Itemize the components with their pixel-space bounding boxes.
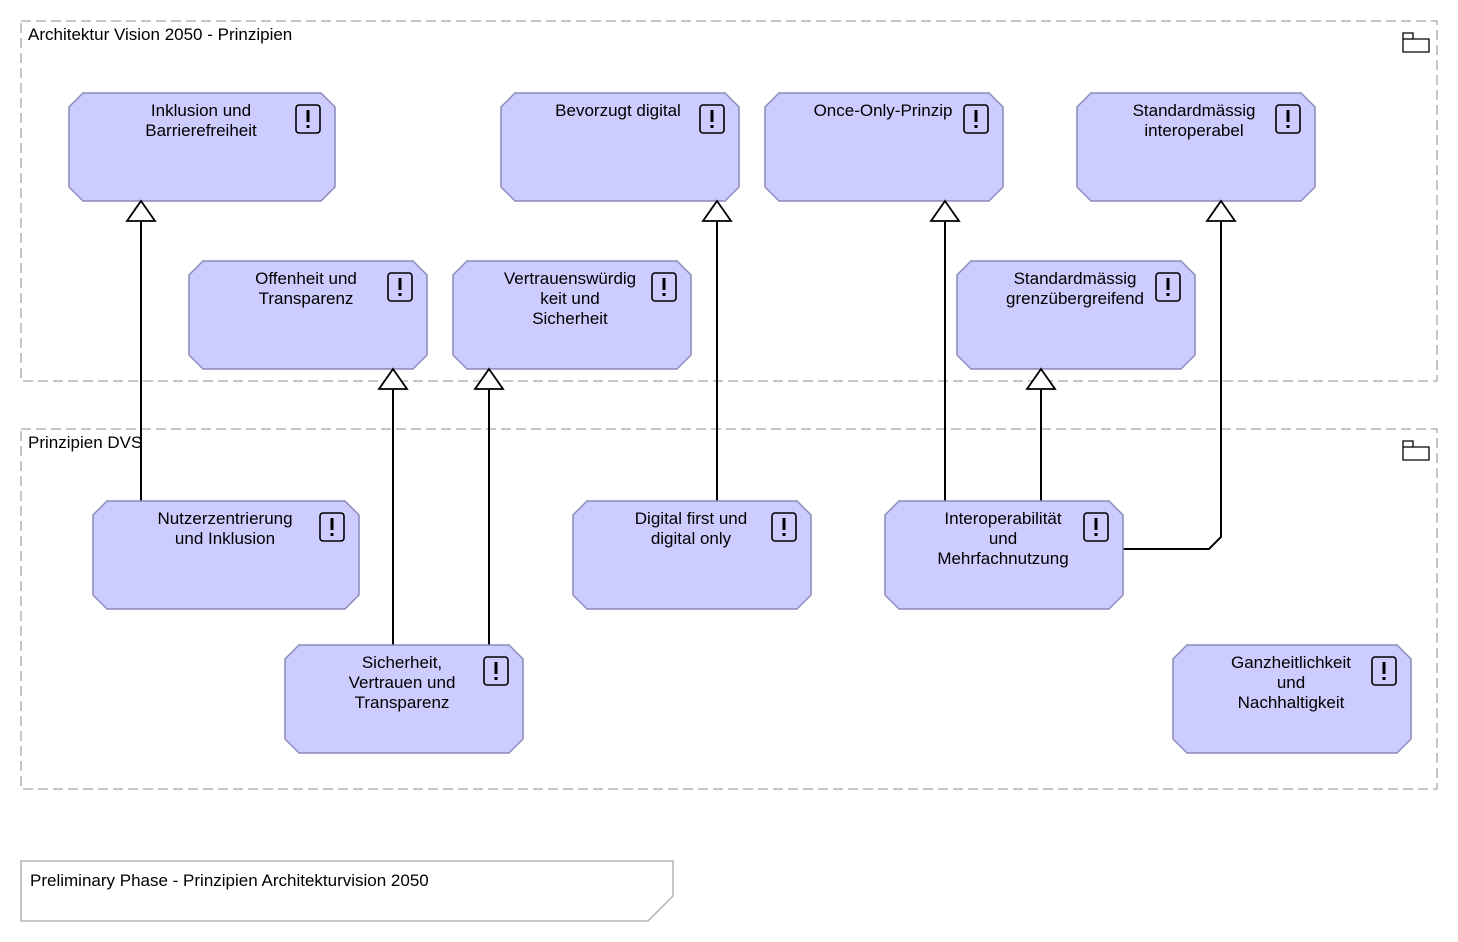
exclamation-box-icon <box>651 272 677 302</box>
principle-label-line: Transparenz <box>355 693 450 712</box>
principle-shape <box>1172 644 1412 754</box>
principle-p3[interactable]: Once-Only-Prinzip <box>764 92 1004 202</box>
principle-shape <box>68 92 336 202</box>
principle-label-line: Once-Only-Prinzip <box>814 101 953 120</box>
exclamation-box-icon <box>1155 272 1181 302</box>
realization-arrowhead <box>929 199 961 222</box>
group-border <box>20 428 1438 790</box>
principle-label-line: Offenheit und <box>255 269 357 288</box>
folder-tab-icon <box>1402 32 1430 53</box>
realization-arrowhead <box>1205 199 1237 222</box>
principle-shape <box>452 260 692 370</box>
principle-label-line: Nutzerzentrierung <box>157 509 292 528</box>
principle-label-line: und <box>989 529 1017 548</box>
note-text: Preliminary Phase - Prinzipien Architekt… <box>30 871 429 890</box>
principle-p2[interactable]: Bevorzugt digital <box>500 92 740 202</box>
exclamation-box-icon <box>1083 512 1109 542</box>
principle-label-line: Barrierefreiheit <box>145 121 257 140</box>
principle-label-line: und Inklusion <box>175 529 275 548</box>
realization-arrowhead <box>701 199 733 222</box>
realization-arrowhead <box>377 367 409 390</box>
principle-shape <box>188 260 428 370</box>
exclamation-box-icon <box>319 512 345 542</box>
principle-shape <box>500 92 740 202</box>
principle-label-line: digital only <box>651 529 732 548</box>
principle-label-line: Nachhaltigkeit <box>1238 693 1345 712</box>
realization-arrowhead <box>1025 367 1057 390</box>
principle-label-line: Sicherheit <box>532 309 608 328</box>
group-border <box>20 20 1438 382</box>
exclamation-box-icon <box>963 104 989 134</box>
group-title: Architektur Vision 2050 - Prinzipien <box>28 25 292 44</box>
realization-arrowhead <box>473 367 505 390</box>
principle-label-line: Sicherheit, <box>362 653 442 672</box>
group-prinzipien-dvs[interactable]: Prinzipien DVS <box>20 428 1438 790</box>
principle-label-line: interoperabel <box>1144 121 1243 140</box>
principle-shape <box>92 500 360 610</box>
principle-label-line: und <box>1277 673 1305 692</box>
realization-arrowheads <box>125 199 1237 390</box>
principle-shape <box>1076 92 1316 202</box>
exclamation-box-icon <box>699 104 725 134</box>
principle-label-line: Transparenz <box>259 289 354 308</box>
principle-label-line: Digital first und <box>635 509 747 528</box>
principle-shape <box>572 500 812 610</box>
exclamation-box-icon <box>387 272 413 302</box>
exclamation-box-icon <box>483 656 509 686</box>
principle-label-line: Standardmässig <box>1014 269 1137 288</box>
principle-shape <box>956 260 1196 370</box>
principle-shape <box>284 644 524 754</box>
realization-relations <box>140 201 1222 645</box>
group-title: Prinzipien DVS <box>28 433 142 452</box>
exclamation-box-icon <box>295 104 321 134</box>
principle-label-line: Interoperabilität <box>944 509 1061 528</box>
group-architektur-vision[interactable]: Architektur Vision 2050 - Prinzipien <box>20 20 1438 382</box>
principle-shape <box>884 500 1124 610</box>
note-shape <box>20 860 674 922</box>
principle-shape <box>764 92 1004 202</box>
principle-label-line: Mehrfachnutzung <box>937 549 1068 568</box>
exclamation-box-icon <box>771 512 797 542</box>
realization-d3-p4[interactable] <box>1123 201 1222 550</box>
principle-label-line: Standardmässig <box>1133 101 1256 120</box>
principle-label-line: keit und <box>540 289 600 308</box>
principle-label-line: Vertrauen und <box>349 673 456 692</box>
exclamation-box-icon <box>1275 104 1301 134</box>
diagram-note[interactable]: Preliminary Phase - Prinzipien Architekt… <box>20 860 674 922</box>
principle-label-line: Vertrauenswürdig <box>504 269 636 288</box>
principle-label-line: Ganzheitlichkeit <box>1231 653 1351 672</box>
folder-tab-icon <box>1402 440 1430 461</box>
realization-arrowhead <box>125 199 157 222</box>
principle-label-line: Bevorzugt digital <box>555 101 681 120</box>
exclamation-box-icon <box>1371 656 1397 686</box>
principle-label-line: Inklusion und <box>151 101 251 120</box>
principle-label-line: grenzübergreifend <box>1006 289 1144 308</box>
